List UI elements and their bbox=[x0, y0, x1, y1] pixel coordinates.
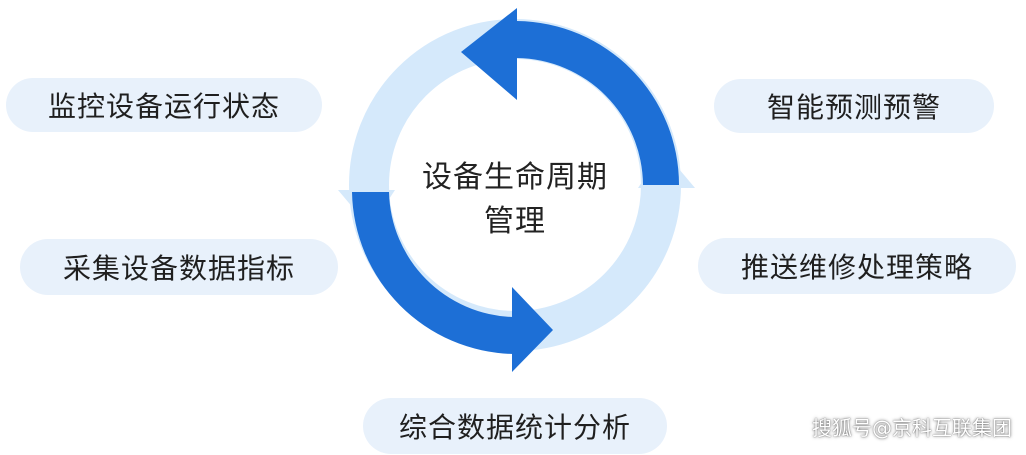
stage-monitor-equipment-status: 监控设备运行状态 bbox=[6, 78, 322, 132]
center-title: 设备生命周期 管理 bbox=[380, 156, 650, 244]
stage-label: 推送维修处理策略 bbox=[740, 251, 973, 284]
stage-collect-data-metrics: 采集设备数据指标 bbox=[20, 239, 338, 295]
stage-push-repair-strategy: 推送维修处理策略 bbox=[698, 238, 1016, 294]
arrowhead-dark-top-icon bbox=[461, 8, 517, 100]
stage-comprehensive-analysis: 综合数据统计分析 bbox=[363, 398, 667, 454]
center-title-line-2: 管理 bbox=[484, 204, 546, 239]
arrowhead-dark-bottom-icon bbox=[512, 287, 553, 372]
stage-label: 智能预测预警 bbox=[766, 91, 941, 124]
cycle-arc-dark-lower-left bbox=[352, 192, 513, 354]
watermark: 搜狐号@京科互联集团 bbox=[812, 416, 1012, 440]
cycle-arc-dark-upper-right bbox=[517, 21, 680, 185]
center-title-line-1: 设备生命周期 bbox=[422, 160, 608, 195]
stage-label: 综合数据统计分析 bbox=[398, 411, 631, 444]
stage-smart-prediction-alert: 智能预测预警 bbox=[714, 79, 994, 133]
stage-label: 采集设备数据指标 bbox=[62, 252, 295, 285]
stage-label: 监控设备运行状态 bbox=[47, 90, 280, 123]
